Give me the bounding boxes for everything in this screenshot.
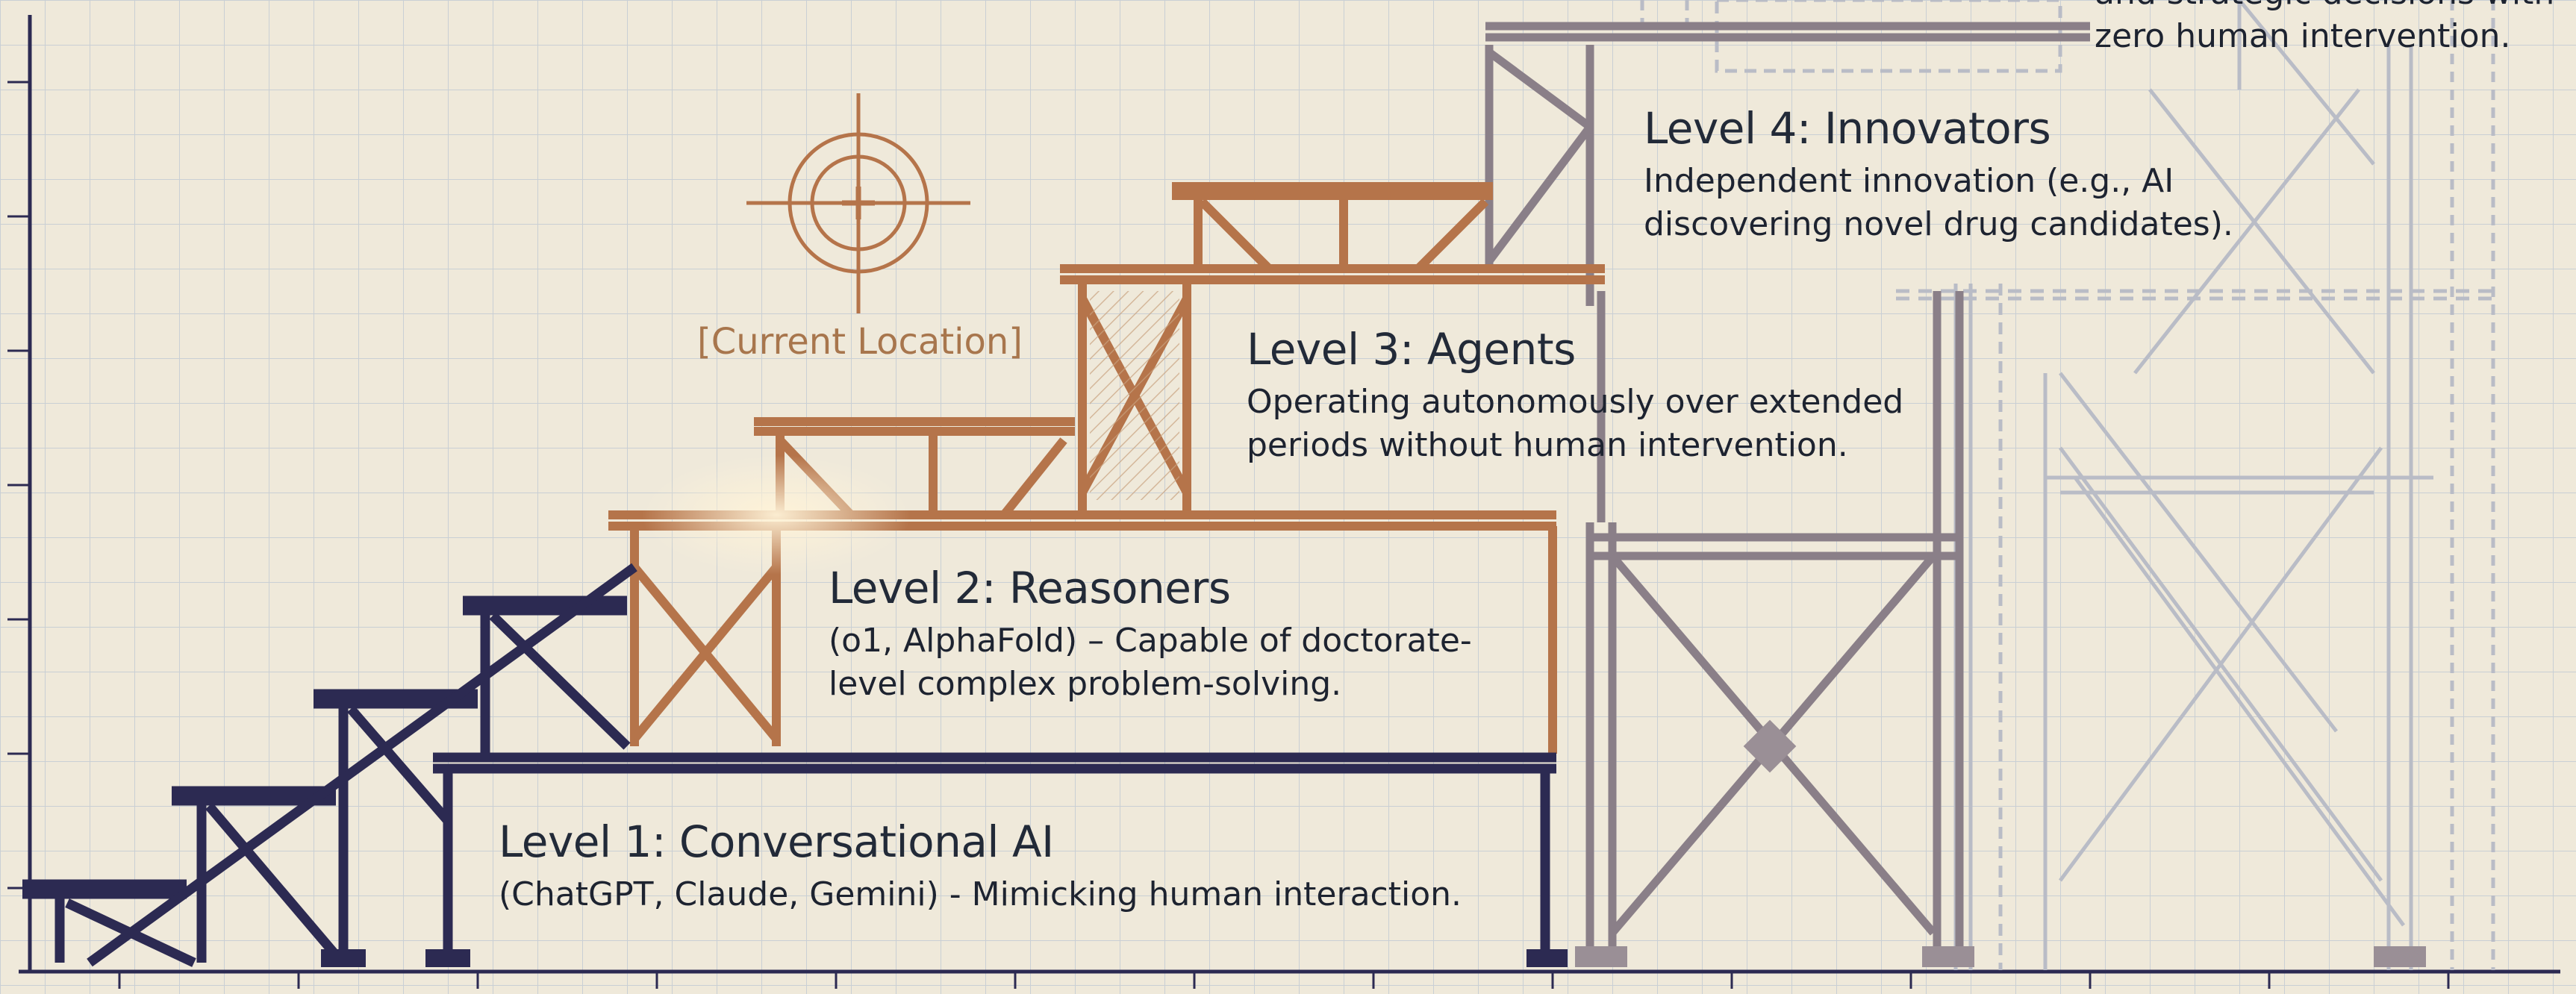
level-description: and strategic decisions with zero human … <box>2095 0 2554 55</box>
level-title: Level 1: Conversational AI <box>499 816 1054 867</box>
level-title: Level 4: Innovators <box>1644 103 2051 154</box>
level-4-label: Level 4: Innovators Independent innovati… <box>1644 101 2286 246</box>
crosshair-target-icon <box>746 93 970 313</box>
steel-feet <box>1575 946 2426 967</box>
level-description: Operating autonomously over extended per… <box>1247 383 1904 464</box>
navy-scaffold <box>22 563 1556 967</box>
level-5-label: and strategic decisions with zero human … <box>2095 0 2572 58</box>
axis-ticks <box>7 81 2450 989</box>
level-title: Level 2: Reasoners <box>829 563 1231 613</box>
level-1-label: Level 1: Conversational AI (ChatGPT, Cla… <box>499 815 1469 916</box>
navy-feet <box>321 949 1568 967</box>
level-2-label: Level 2: Reasoners (o1, AlphaFold) – Cap… <box>829 561 1500 706</box>
level-description: (ChatGPT, Claude, Gemini) - Mimicking hu… <box>499 875 1462 913</box>
level-title: Level 3: Agents <box>1247 324 1576 375</box>
level-description: Independent innovation (e.g., AI discove… <box>1644 162 2233 243</box>
level-description: (o1, AlphaFold) – Capable of doctorate-l… <box>829 622 1472 703</box>
hatched-panel <box>1090 291 1179 500</box>
level-3-label: Level 3: Agents Operating autonomously o… <box>1247 322 1963 467</box>
current-location-label: [Current Location] <box>697 321 1023 363</box>
glow-highlight <box>642 455 911 575</box>
axis-lines <box>19 15 2560 974</box>
